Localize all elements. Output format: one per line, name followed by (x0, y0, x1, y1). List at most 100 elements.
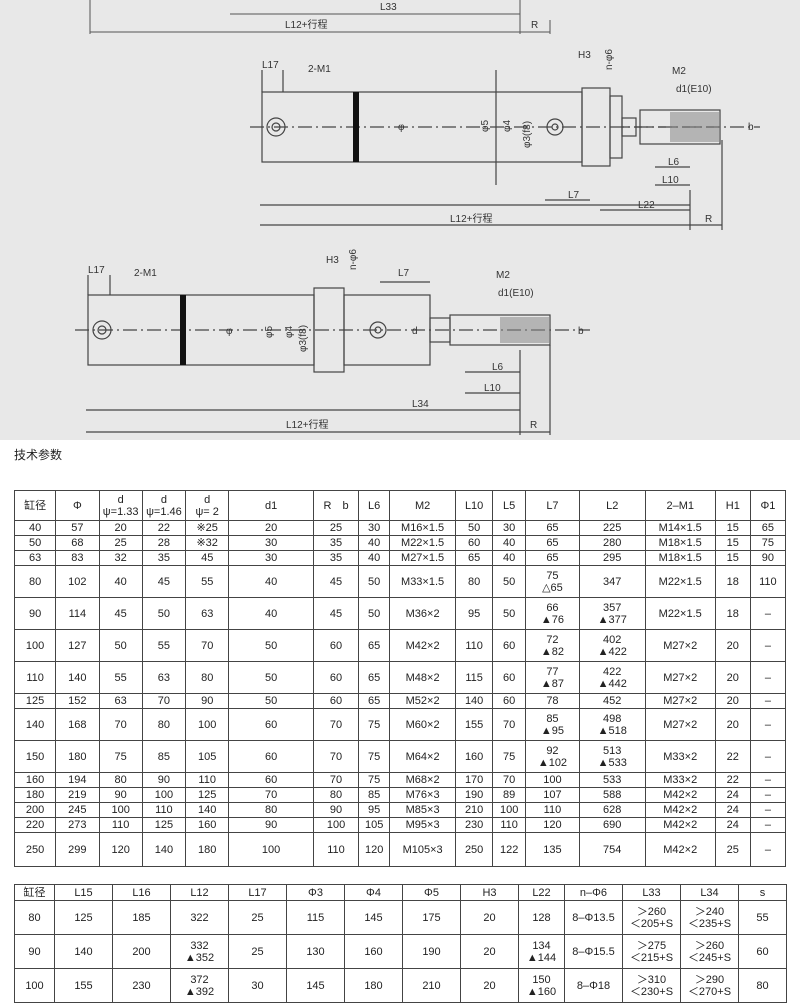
table-cell: 100 (185, 708, 230, 741)
table-cell: 140 (55, 661, 100, 694)
table-cell: 25 (98, 535, 143, 551)
table-cell: 8–Φ18 (564, 968, 623, 1003)
table-cell: 115 (455, 661, 494, 694)
table-cell: 30 (228, 968, 287, 1003)
table-cell: 57 (55, 520, 100, 536)
table-cell: 83 (55, 550, 100, 566)
table-cell: 28 (141, 535, 187, 551)
table-cell: 120 (358, 832, 391, 867)
table-cell: M27×2 (644, 629, 716, 662)
table1-header-cell: Φ1 (749, 490, 787, 521)
table-cell: 50 (141, 597, 187, 630)
table-cell: 194 (55, 772, 100, 788)
table-cell: 75△65 (525, 565, 580, 598)
cell-line: ＞260 (694, 939, 725, 952)
table-cell: 20 (228, 520, 314, 536)
cell-line: 422 (603, 665, 622, 678)
table-cell: 90 (141, 772, 187, 788)
table-cell: 45 (185, 550, 230, 566)
table-cell: M42×2 (644, 787, 716, 803)
table-cell: 20 (460, 968, 519, 1003)
table2-header-cell: 缸径 (14, 884, 55, 901)
mid-phi5: φ5 (480, 120, 491, 132)
cell-line: ψ=1.33 (102, 505, 139, 518)
table-cell: 170 (455, 772, 494, 788)
mid-l17: L17 (262, 60, 279, 71)
table-cell: 200 (13, 802, 57, 818)
cell-line: 66 (546, 601, 559, 614)
table-cell: 168 (55, 708, 100, 741)
table-cell: 140 (54, 934, 113, 969)
table-cell: 180 (55, 740, 100, 773)
table-cell: 15 (714, 535, 751, 551)
table-cell: 24 (714, 817, 751, 833)
table-cell: – (749, 802, 787, 818)
table-cell: 102 (55, 565, 100, 598)
table-cell: M14×1.5 (644, 520, 716, 536)
table-cell: 60 (312, 629, 360, 662)
table-cell: M64×2 (389, 740, 457, 773)
mid-h3: H3 (578, 50, 591, 61)
table2-header-cell: L34 (680, 884, 739, 901)
table-cell: 322 (170, 900, 229, 935)
table-cell: 40 (358, 550, 391, 566)
table-cell: 140 (13, 708, 57, 741)
table-cell: 45 (312, 565, 360, 598)
table-cell: 70 (185, 629, 230, 662)
cell-line: ▲352 (184, 951, 215, 964)
table-cell: 115 (286, 900, 345, 935)
cylinder-drawing: L33 L12+行程 R L17 2-M1 H3 n-φ6 M2 d1(E10)… (0, 0, 800, 440)
mid-seal-band (353, 92, 359, 162)
table-cell: 20 (460, 934, 519, 969)
table-cell: 22 (141, 520, 187, 536)
table-cell: 60 (228, 772, 314, 788)
table-cell: – (749, 661, 787, 694)
table-cell: – (749, 832, 787, 867)
table-cell: 20 (714, 693, 751, 709)
table-cell: 45 (141, 565, 187, 598)
table-cell: 65 (358, 693, 391, 709)
cell-line: 372 (190, 973, 209, 986)
table-cell: 50 (492, 565, 527, 598)
table-cell: 65 (525, 535, 580, 551)
table-cell: 75 (358, 708, 391, 741)
table-cell: 50 (358, 565, 391, 598)
table-cell: 280 (578, 535, 646, 551)
table-cell: 63 (13, 550, 57, 566)
table-cell: 80 (455, 565, 494, 598)
table2-header-cell: L15 (54, 884, 113, 901)
table-cell: 60 (228, 708, 314, 741)
cell-line: ＞240 (694, 905, 725, 918)
table1-header-cell: L2 (578, 490, 646, 521)
mid-l22: L22 (638, 200, 655, 211)
table-cell: 50 (228, 629, 314, 662)
cell-line: ▲87 (540, 677, 564, 690)
cell-line: 77 (546, 665, 559, 678)
table-cell: 110 (749, 565, 787, 598)
cell-line: 134 (532, 939, 551, 952)
table-cell: M52×2 (389, 693, 457, 709)
table-cell: 220 (13, 817, 57, 833)
mid-r: R (705, 214, 712, 225)
table-cell: 588 (578, 787, 646, 803)
table-cell: 85▲95 (525, 708, 580, 741)
table-cell: 60 (228, 740, 314, 773)
table-cell: 80 (312, 787, 360, 803)
mid-l10: L10 (662, 175, 679, 186)
mid-thread-hatch (670, 112, 720, 142)
cell-line: ▲144 (526, 951, 557, 964)
table-cell: 75 (358, 772, 391, 788)
cell-line: ＞275 (636, 939, 667, 952)
table-cell: 100 (228, 832, 314, 867)
table-cell: 145 (344, 900, 403, 935)
table-cell: 125 (141, 817, 187, 833)
table-cell: 70 (98, 708, 143, 741)
table-cell: 65 (358, 629, 391, 662)
section-title: 技术参数 (14, 448, 63, 462)
